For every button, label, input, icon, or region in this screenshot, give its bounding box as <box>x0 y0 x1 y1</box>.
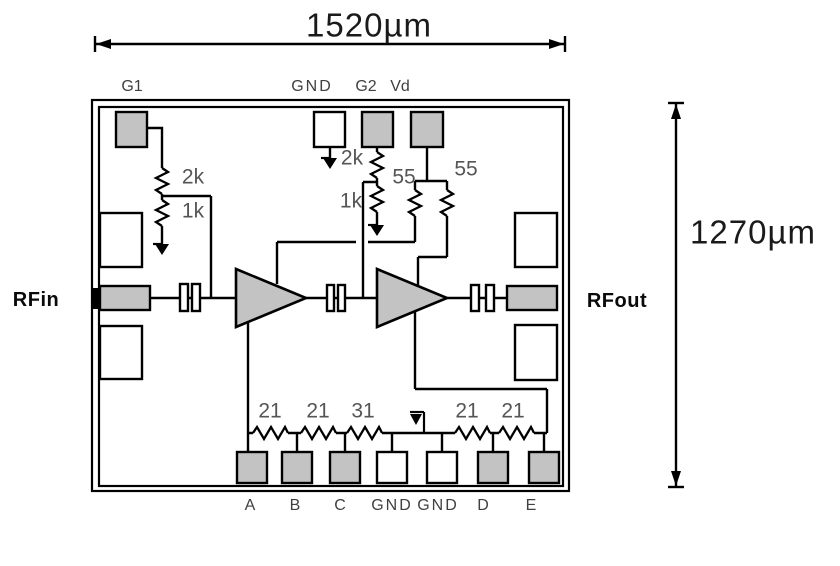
value-ladder-5: 21 <box>501 399 525 423</box>
resistors <box>153 151 536 442</box>
rfout-port-label: RFout <box>586 290 648 312</box>
input-cap-bar <box>178 282 190 313</box>
bottom-pad-label-gnd-left: GND <box>371 497 413 514</box>
pad-right-lower <box>513 323 559 382</box>
resistor-ladder-31 <box>346 424 384 442</box>
output-cap-bar <box>469 283 481 313</box>
input-cap-bar <box>190 282 202 313</box>
resistor-ladder-21d <box>498 424 536 442</box>
pad-g1 <box>114 110 149 149</box>
pad-b <box>280 450 314 485</box>
top-pad-label-g2: G2 <box>355 78 377 95</box>
bottom-pad-label-e: E <box>525 497 537 514</box>
ground-gnd-pad <box>321 156 337 169</box>
bottom-pad-label-d: D <box>477 497 489 514</box>
bottom-pad-label-c: C <box>334 497 346 514</box>
pad-gnd-top <box>312 110 347 149</box>
amplifier-stage-1 <box>234 267 310 329</box>
value-ladder-3: 31 <box>351 399 375 423</box>
value-g1-2k: 2k <box>181 165 205 189</box>
pad-rfout <box>505 284 559 312</box>
width-dimension-label: 1520µm <box>306 6 432 44</box>
resistor-g2-2k <box>368 151 386 179</box>
resistor-ladder-21b <box>300 424 338 442</box>
resistor-vd-55-right <box>438 189 456 217</box>
rfin-border-connector <box>92 288 101 309</box>
pad-gnd-bottom-left <box>375 450 409 485</box>
pad-g2 <box>360 110 395 149</box>
ground-ladder <box>410 410 426 433</box>
interstage-cap-bar <box>336 283 347 313</box>
width-dimension-arrow <box>93 36 567 52</box>
output-cap-bar <box>484 283 496 313</box>
height-dimension-arrow <box>668 101 684 489</box>
bottom-pad-label-a: A <box>244 497 256 514</box>
value-g2-2k: 2k <box>340 146 364 170</box>
pad-left-upper <box>98 211 144 269</box>
wires <box>147 126 549 452</box>
pad-right-upper <box>513 211 559 269</box>
value-g2-1k: 1k <box>339 189 363 213</box>
pad-e <box>527 450 561 485</box>
pad-c <box>328 450 362 485</box>
bottom-pad-label-b: B <box>289 497 301 514</box>
value-55-left: 55 <box>392 165 416 189</box>
resistor-ladder-21a <box>252 424 290 442</box>
resistor-g1-1k <box>153 199 171 227</box>
pad-gnd-bottom-right <box>425 450 459 485</box>
pad-a <box>235 450 269 485</box>
value-ladder-4: 21 <box>455 399 479 423</box>
resistor-g2-1k <box>368 185 386 213</box>
value-ladder-2: 21 <box>306 399 330 423</box>
pad-rfin <box>98 284 152 312</box>
amplifier-stage-2 <box>375 267 451 329</box>
value-55-right: 55 <box>454 157 478 181</box>
resistor-ladder-21c <box>454 424 492 442</box>
pad-vd <box>409 110 445 149</box>
height-dimension-label: 1270µm <box>690 213 816 251</box>
top-pad-label-gnd: GND <box>291 78 333 95</box>
value-ladder-1: 21 <box>258 399 282 423</box>
resistor-g1-2k <box>153 167 171 195</box>
rfin-port-label: RFin <box>12 289 60 311</box>
ground-g1 <box>153 242 169 255</box>
pad-left-lower <box>98 324 144 381</box>
ground-symbols <box>153 156 426 433</box>
ground-g2 <box>368 223 384 236</box>
resistor-vd-55-left <box>406 189 424 217</box>
interstage-cap-bar <box>325 283 336 313</box>
capacitors <box>178 282 496 313</box>
value-g1-1k: 1k <box>181 199 205 223</box>
top-pad-label-g1: G1 <box>121 78 143 95</box>
bottom-pad-label-gnd-right: GND <box>417 497 459 514</box>
top-pad-label-vd: Vd <box>390 78 410 95</box>
pad-d <box>476 450 510 485</box>
pads <box>92 110 561 485</box>
